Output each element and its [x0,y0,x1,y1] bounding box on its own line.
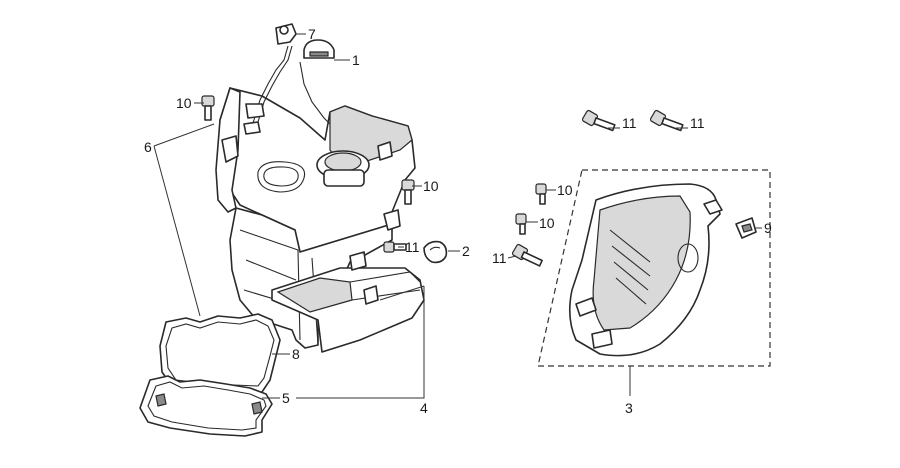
callout-2: 2 [462,243,470,259]
callout-11-b: 11 [622,115,637,131]
breather-pipe-part-6 [243,45,331,135]
bolt-10-left-top [201,95,215,121]
callout-7: 7 [308,26,316,42]
bolt-11-right-c [511,243,543,267]
callout-3: 3 [625,400,633,416]
fan-cover-part-3 [537,169,771,367]
clip-part-2 [423,240,448,264]
bolt-11-right-b [649,109,684,132]
callout-10-a: 10 [176,95,192,111]
callout-4: 4 [420,400,428,416]
callout-10-b: 10 [423,178,439,194]
seal-part-5 [139,375,273,437]
callout-5: 5 [282,390,290,406]
callout-8: 8 [292,346,300,362]
clamp-part-7 [275,23,297,45]
clip-part-1 [303,39,335,59]
bolt-10-right-a [535,183,547,205]
callout-11-a: 11 [405,239,420,255]
leader-lines [153,33,762,399]
bolt-11-right-a [581,109,616,132]
bolt-10-right-b [515,213,527,235]
callout-10-d: 10 [539,215,555,231]
clip-part-9 [735,217,757,239]
callout-9: 9 [764,220,772,236]
callout-1: 1 [352,52,360,68]
callout-11-c: 11 [690,115,705,131]
air-shroud-part-4 [215,87,425,353]
callout-11-d: 11 [492,250,507,266]
callout-6: 6 [144,139,152,155]
bolt-10-left-mid [401,179,415,205]
callout-10-c: 10 [557,182,573,198]
